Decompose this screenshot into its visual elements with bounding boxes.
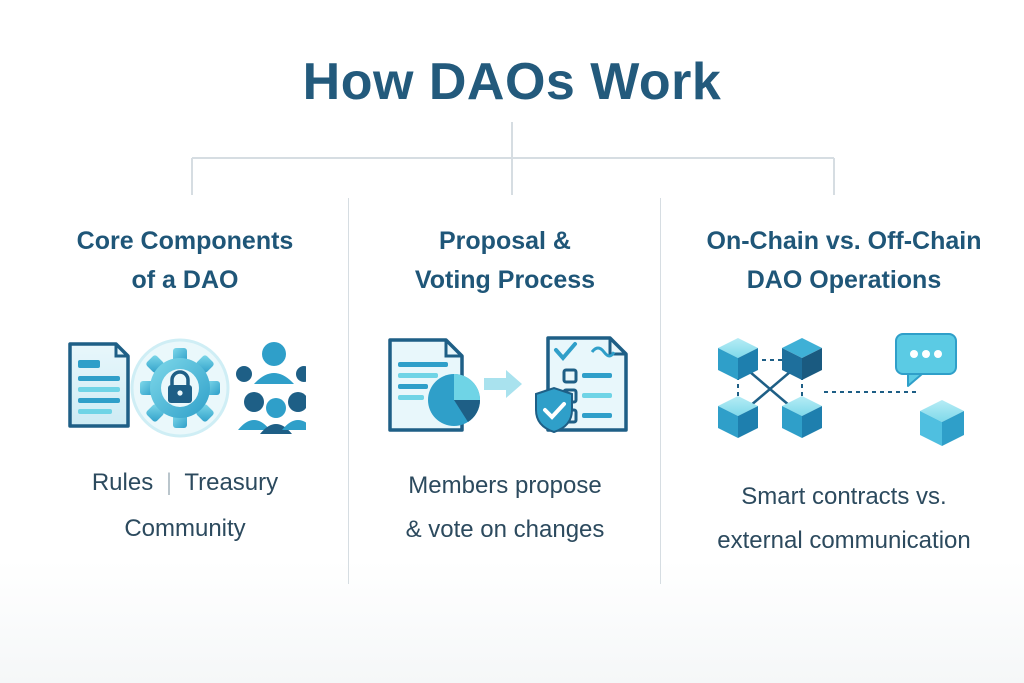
core-components-column: Core Components of a DAO (40, 222, 330, 542)
column-divider (348, 198, 349, 584)
cube (782, 396, 822, 438)
external-cube-icon (920, 400, 964, 446)
rules-label: Rules (91, 469, 154, 496)
heading-line: DAO Operations (746, 266, 942, 294)
proposal-voting-text: Members propose & vote on changes (362, 464, 648, 552)
on-off-chain-column: On-Chain vs. Off-Chain DAO Operations (674, 222, 1014, 554)
title-connector-lines (191, 122, 835, 195)
core-components-icons (68, 338, 306, 438)
proposal-document-icon (388, 338, 481, 432)
on-off-chain-text: Smart contracts vs. external communicati… (674, 475, 1014, 563)
heading-line: Voting Process (414, 266, 596, 294)
separator: | (165, 469, 173, 496)
text-line: external communication (717, 527, 971, 554)
chat-bubble-icon (895, 333, 957, 387)
community-icon (236, 342, 306, 434)
cube (782, 338, 822, 380)
arrow-right-icon (484, 370, 522, 398)
cube (718, 338, 758, 380)
on-off-chain-icons (718, 333, 964, 446)
heading-line: On-Chain vs. Off-Chain (706, 227, 982, 255)
proposal-voting-icons (388, 336, 628, 434)
document-icon (68, 342, 130, 428)
heading-line: Core Components (76, 227, 294, 255)
text-line: Smart contracts vs. (741, 483, 947, 510)
text-row: Rules | Treasury (40, 460, 330, 506)
page-title: How DAOs Work (302, 53, 722, 111)
heading-line: Proposal & (439, 227, 571, 255)
heading-line: of a DAO (131, 266, 239, 294)
text-line: & vote on changes (405, 516, 605, 543)
community-label: Community (124, 515, 246, 542)
core-components-text: Rules | Treasury Community (40, 460, 330, 552)
cube (718, 396, 758, 438)
proposal-voting-column: Proposal & Voting Process (362, 222, 648, 543)
treasury-label: Treasury (184, 469, 279, 496)
blockchain-cubes-icon (718, 338, 918, 438)
ballot-checklist-icon (535, 336, 628, 434)
column-divider (660, 198, 661, 584)
text-line: Members propose (408, 472, 602, 499)
background-fade (0, 560, 1024, 683)
column-heading: Proposal & Voting Process (362, 222, 648, 300)
gear-lock-icon (130, 338, 230, 438)
column-heading: On-Chain vs. Off-Chain DAO Operations (674, 222, 1014, 300)
column-heading: Core Components of a DAO (40, 222, 330, 300)
